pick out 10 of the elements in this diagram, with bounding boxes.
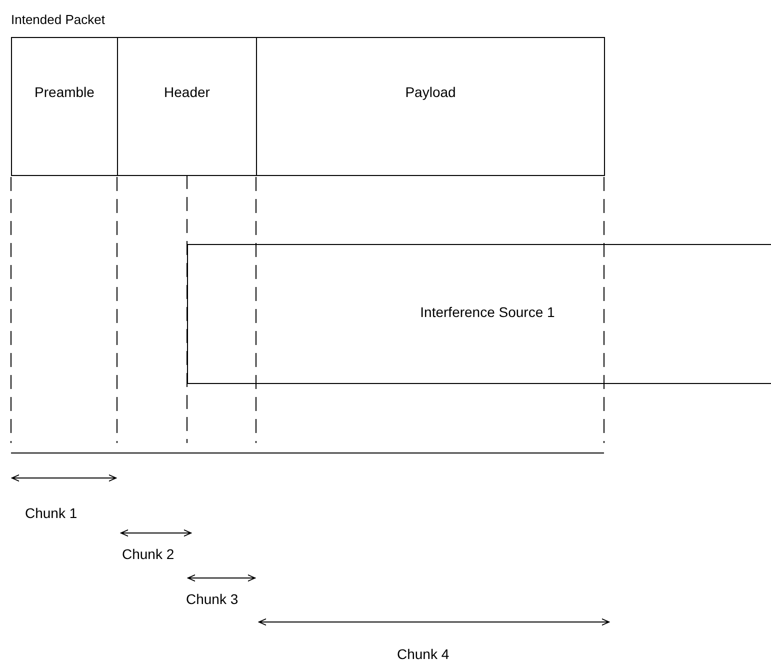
dimension-label: Chunk 3	[186, 591, 238, 607]
packet-field: Payload	[256, 37, 605, 176]
packet-title: Intended Packet	[11, 12, 105, 27]
dimension-label: Chunk 1	[25, 505, 78, 521]
packet-field: Header	[117, 37, 257, 176]
dimension-label: Chunk 2	[122, 546, 174, 562]
interference-box: Interference Source 1	[187, 244, 771, 384]
packet-field: Preamble	[11, 37, 118, 176]
dimension-label: Chunk 4	[397, 646, 450, 662]
packet-group	[11, 12, 605, 176]
